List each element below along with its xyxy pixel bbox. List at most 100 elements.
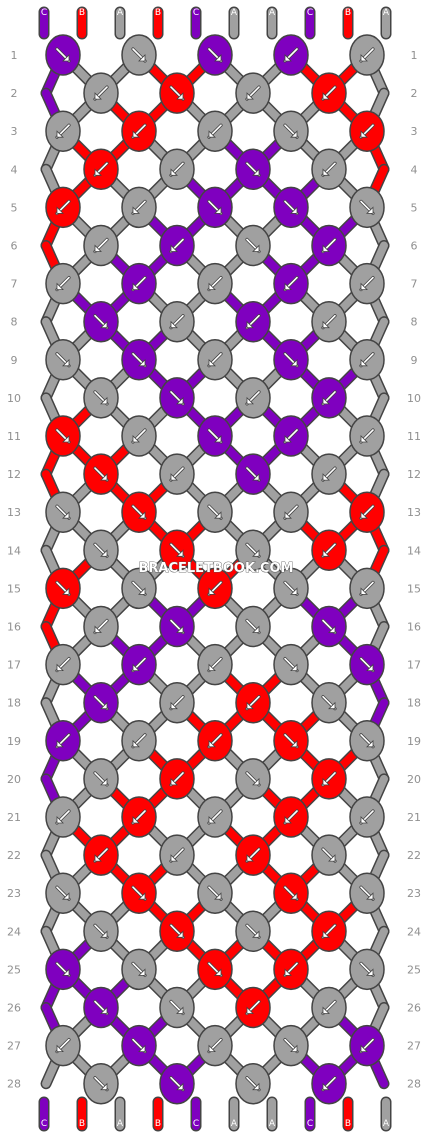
- row-number-left: 7: [11, 278, 18, 291]
- knot: [45, 1024, 81, 1067]
- knot-arrow-head: [62, 511, 70, 519]
- knot-arrow-head: [322, 396, 330, 405]
- knot: [83, 453, 119, 495]
- knot-arrow-head: [322, 92, 330, 100]
- row-number-left: 20: [7, 773, 21, 786]
- knot: [235, 148, 271, 191]
- knot-arrow-head: [138, 358, 146, 367]
- row-number-right: 28: [407, 1078, 421, 1091]
- row-number-left: 10: [7, 392, 21, 405]
- knot-arrow-head: [138, 1044, 146, 1052]
- knot-arrow-head: [56, 663, 64, 671]
- knot-arrow-head: [214, 892, 222, 900]
- knot: [197, 567, 233, 610]
- knot: [45, 186, 81, 229]
- top-string-label: B: [155, 8, 161, 18]
- knot: [159, 986, 195, 1029]
- knot-arrow-head: [138, 968, 146, 976]
- knot: [349, 491, 385, 533]
- knot: [45, 34, 81, 76]
- knot: [311, 681, 347, 724]
- knot-arrow-head: [290, 587, 298, 595]
- knot-arrow-head: [176, 396, 184, 405]
- knot-arrow-head: [246, 320, 254, 329]
- row-number-right: 15: [407, 582, 421, 595]
- knot: [311, 377, 347, 419]
- knot: [121, 262, 157, 305]
- knot-arrow-head: [94, 92, 102, 100]
- knot: [197, 872, 233, 914]
- knot-arrow-head: [322, 168, 330, 176]
- knot: [83, 300, 119, 343]
- knot: [273, 339, 309, 381]
- row-number-left: 27: [7, 1040, 21, 1053]
- row-number-right: 14: [407, 544, 421, 557]
- knot: [311, 453, 347, 495]
- knot: [235, 910, 271, 953]
- knot: [311, 1062, 347, 1105]
- knot-arrow-head: [322, 777, 330, 786]
- row-number-right: 4: [411, 163, 418, 176]
- knot-arrow-head: [252, 473, 260, 481]
- row-number-left: 4: [11, 163, 18, 176]
- knot: [349, 415, 385, 457]
- knot-arrow-head: [322, 244, 330, 252]
- knot: [311, 72, 347, 114]
- row-number-right: 17: [407, 659, 421, 672]
- knot: [45, 567, 81, 610]
- row-number-right: 6: [411, 240, 418, 253]
- knot-arrow-head: [214, 54, 222, 62]
- knot: [197, 186, 233, 229]
- watermark-text: BRACELETBOOK.COM: [139, 561, 294, 576]
- knot-arrow-head: [56, 739, 64, 748]
- row-number-left: 8: [11, 316, 18, 329]
- knot: [159, 453, 195, 495]
- knot: [273, 34, 309, 76]
- knot: [273, 1024, 309, 1067]
- knot: [197, 491, 233, 533]
- knot-arrow-head: [252, 930, 260, 938]
- knot-arrow-head: [252, 244, 260, 252]
- knot: [349, 339, 385, 381]
- knot-arrow-head: [100, 320, 108, 329]
- row-number-left: 21: [7, 811, 21, 824]
- knot-arrow-head: [170, 473, 178, 481]
- bottom-string-label: A: [231, 1119, 238, 1129]
- knot: [235, 986, 271, 1029]
- knot-arrow-head: [328, 701, 336, 710]
- row-number-left: 15: [7, 582, 21, 595]
- knot-arrow-head: [284, 816, 292, 824]
- row-number-right: 20: [407, 773, 421, 786]
- knot-arrow-head: [132, 739, 140, 748]
- knot: [349, 720, 385, 762]
- knot-arrow-head: [208, 587, 216, 595]
- bottom-string-label: B: [79, 1119, 85, 1129]
- bottom-string-label: A: [383, 1119, 390, 1129]
- knot: [159, 910, 195, 953]
- knot-arrow-head: [366, 663, 374, 671]
- knot-arrow-head: [328, 625, 336, 633]
- row-number-left: 2: [11, 87, 18, 100]
- knot-arrow-head: [100, 1006, 108, 1014]
- row-number-right: 7: [411, 278, 418, 291]
- knot-arrow-head: [284, 282, 292, 291]
- knot-arrow-head: [322, 1082, 330, 1091]
- row-number-left: 16: [7, 621, 21, 634]
- knot-arrow-head: [328, 854, 336, 862]
- knot: [197, 948, 233, 991]
- row-number-right: 26: [407, 1002, 421, 1015]
- knot: [349, 643, 385, 686]
- row-number-right: 10: [407, 392, 421, 405]
- knot: [121, 720, 157, 762]
- knot-arrow-head: [176, 625, 184, 633]
- row-number-left: 18: [7, 697, 21, 710]
- knot-arrow-head: [100, 701, 108, 710]
- bottom-string-label: A: [269, 1119, 276, 1129]
- knot-arrow-head: [360, 130, 368, 138]
- knot: [311, 300, 347, 343]
- knot-arrow-head: [252, 625, 260, 633]
- knot-arrow-head: [170, 168, 178, 176]
- knot-arrow-head: [132, 435, 140, 443]
- knot-arrow-head: [290, 739, 298, 748]
- knot-arrow-head: [100, 777, 108, 786]
